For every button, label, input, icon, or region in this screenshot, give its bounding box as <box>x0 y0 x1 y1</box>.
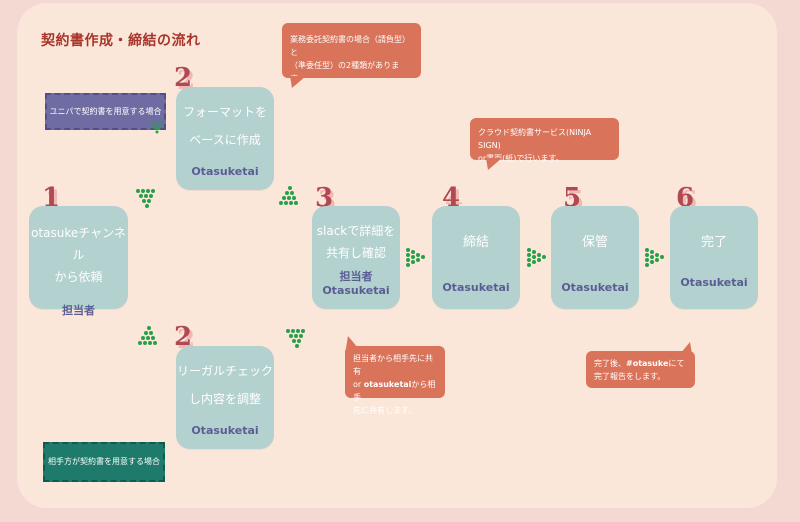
step-text: し内容を調整 <box>188 392 261 406</box>
step-assignee: Otasuketai <box>442 281 510 294</box>
step-text: フォーマットを <box>182 105 267 119</box>
step-assignee: Otasuketai <box>191 424 259 437</box>
step-assignee: Otasuketai <box>561 281 629 294</box>
bubble-tail <box>486 158 502 170</box>
bubble-line: or書面(紙)で行います。 <box>478 154 564 163</box>
dot-arrow-up-3 <box>138 326 157 345</box>
step-assignee: Otasuketai <box>322 284 390 297</box>
bubble-text-bold: #otasuke <box>626 359 669 368</box>
dot-arrow-up-right-1 <box>136 189 155 208</box>
partner-prepares-tag: 相手方が契約書を用意する場合 <box>43 442 165 482</box>
step-number: 2 <box>174 63 193 93</box>
step-draft-from-format: フォーマットを ベースに作成 Otasuketai <box>176 87 274 190</box>
step-number: 3 <box>315 183 334 213</box>
step-request: otasukeチャンネル から依頼 担当者 <box>29 206 128 317</box>
bubble-line: 完了後、#otasukeにて <box>594 357 687 370</box>
bubble-tail <box>680 342 692 354</box>
step-number: 6 <box>676 183 695 213</box>
partner-prepares-label: 相手方が契約書を用意する場合 <box>48 457 160 466</box>
bubble-line: or otasuketaiから相手 <box>353 378 437 404</box>
step-legal-check: リーガルチェック し内容を調整 Otasuketai <box>176 346 274 449</box>
step-complete: 完了 Otasuketai <box>670 206 758 309</box>
step-text: 完了 <box>700 235 727 250</box>
bubble-line: 担当者から相手先に共有 <box>353 354 433 376</box>
step-number: 4 <box>442 183 461 213</box>
bubble-text: or <box>353 380 364 389</box>
bubble-text: にて <box>668 359 685 368</box>
step-text: slackで詳細を <box>316 224 396 238</box>
step-assignee: Otasuketai <box>680 276 748 289</box>
step-number: 5 <box>563 183 582 213</box>
step-text: 締結 <box>462 235 489 250</box>
bubble-line: 業務委託契約書の場合（請負型）と <box>290 35 410 57</box>
unipa-prepares-tag: ユニパで契約書を用意する場合 <box>45 93 166 130</box>
bubble-text: から相手 <box>353 380 436 402</box>
step-share-on-slack: slackで詳細を 共有し確認 担当者 Otasuketai <box>312 206 400 309</box>
dot-arrow-right-5 <box>406 248 425 267</box>
step-number: 2 <box>174 322 193 352</box>
step-assignee: 担当者 <box>62 304 95 317</box>
bubble-tail <box>346 336 358 348</box>
bubble-text: 完了後、 <box>594 359 626 368</box>
step-store: 保管 Otasuketai <box>551 206 639 309</box>
dot-arrow-right-7 <box>645 248 664 267</box>
step-assignee: 担当者 <box>339 270 373 283</box>
bubble-line: 完了報告をします。 <box>594 372 666 381</box>
bubble-line: クラウド契約書サービス(NINJA SIGN) <box>478 128 592 150</box>
unipa-prepares-label: ユニパで契約書を用意する場合 <box>49 107 162 116</box>
step-text: 保管 <box>581 235 608 250</box>
dot-arrow-right-6 <box>527 248 546 267</box>
page-title: 契約書作成・締結の流れ <box>41 33 201 49</box>
bubble-line: （準委任型）の2種類があります。 <box>290 61 400 83</box>
step-assignee: Otasuketai <box>191 165 259 178</box>
step-text: リーガルチェック <box>176 364 273 378</box>
bubble-text-bold: otasuketai <box>363 380 412 389</box>
sharing-bubble: 担当者から相手先に共有 or otasuketaiから相手 先に共有します。 <box>345 346 445 415</box>
bubble-line: 先に共有します。 <box>353 406 417 415</box>
dot-arrow-up-2 <box>279 186 298 205</box>
bubble-tail <box>290 76 306 88</box>
step-text: から依頼 <box>54 270 103 284</box>
dot-arrow-down-small <box>151 122 163 134</box>
completion-bubble: 完了後、#otasukeにて 完了報告をします。 <box>586 351 695 388</box>
signing-method-bubble: クラウド契約書サービス(NINJA SIGN) or書面(紙)で行います。 <box>470 118 619 163</box>
step-number: 1 <box>42 183 61 213</box>
contract-types-bubble: 業務委託契約書の場合（請負型）と （準委任型）の2種類があります。 <box>282 23 421 83</box>
step-sign: 締結 Otasuketai <box>432 206 520 309</box>
step-text: 共有し確認 <box>325 246 386 260</box>
step-text: ベースに作成 <box>189 133 261 147</box>
dot-arrow-down-4 <box>286 329 305 348</box>
step-text: otasukeチャンネル <box>31 226 126 262</box>
